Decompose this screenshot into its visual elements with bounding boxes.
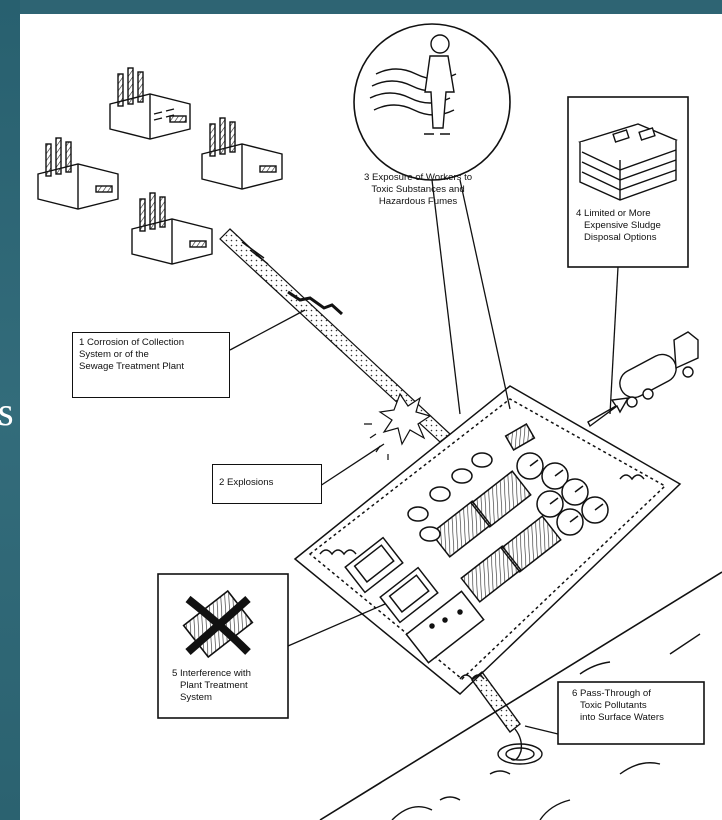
side-letter: s: [0, 388, 14, 435]
exposure-label: 3 Exposure of Workers to Toxic Substance…: [364, 172, 472, 208]
sludge-label: 4 Limited or More Expensive Sludge Dispo…: [576, 208, 661, 244]
explosions-label: 2 Explosions: [212, 464, 322, 504]
crossed-out-icon: [184, 591, 253, 657]
factory-icon: [110, 68, 190, 139]
corrosion-label: 1 Corrosion of Collection System or of t…: [72, 332, 230, 398]
factory-icon: [132, 193, 212, 264]
factory-icon: [38, 138, 118, 209]
interference-label: 5 Interference with Plant Treatment Syst…: [172, 668, 251, 704]
sludge-arrow: [588, 398, 628, 426]
factory-icon: [202, 118, 282, 189]
diagram-panel: 1 Corrosion of Collection System or of t…: [20, 14, 722, 820]
passthrough-label: 6 Pass-Through of Toxic Pollutants into …: [572, 688, 664, 724]
tanker-truck-icon: [615, 332, 698, 407]
treatment-plant: [295, 386, 680, 694]
